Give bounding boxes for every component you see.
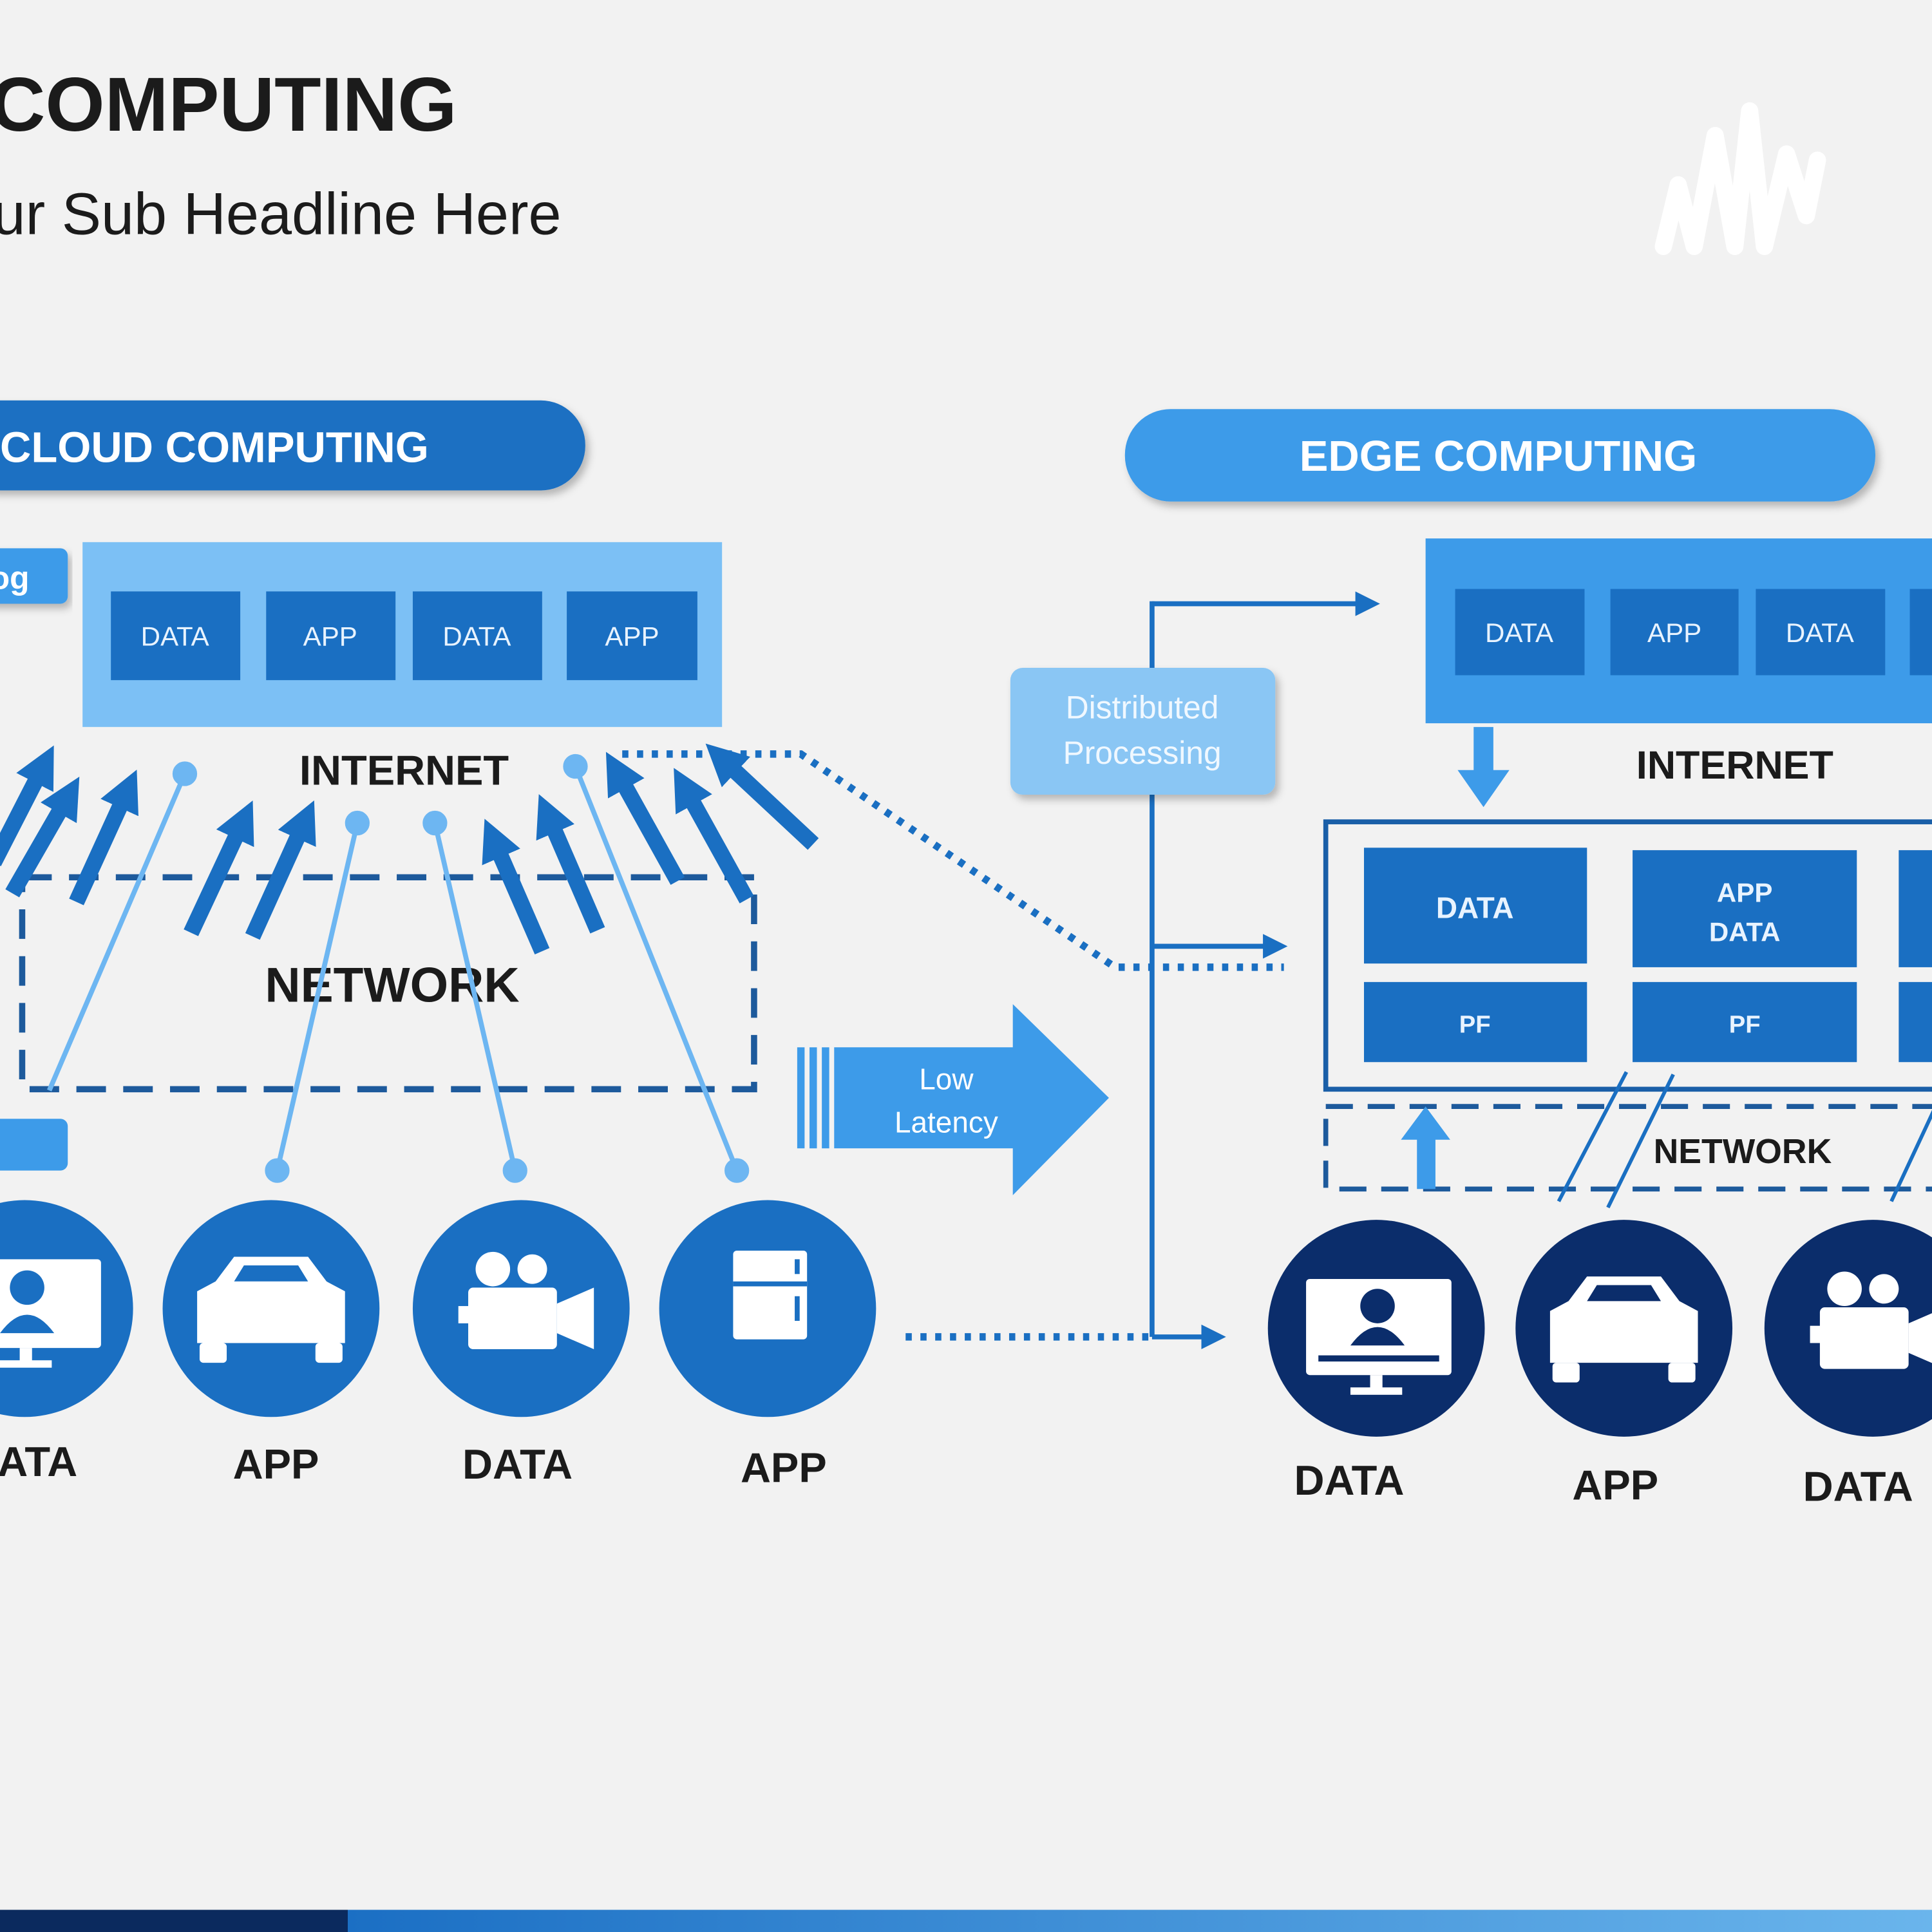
cloud-item-box: [266, 591, 396, 681]
edge-computing-title: EDGE COMPUTING: [1300, 432, 1697, 480]
footer-color-bar: [0, 1909, 1932, 1932]
cloud-network-label: NETWORK: [265, 958, 519, 1012]
edge-computing-banner: [1124, 409, 1875, 502]
side-tag-top: [0, 548, 68, 604]
cloud-device-app-2: APP: [659, 1200, 876, 1492]
cloud-network-box: [19, 874, 757, 1093]
page-title: COMPUTING: [0, 62, 457, 147]
edge-node-bottom: [1899, 981, 1932, 1063]
refrigerator-icon: [733, 1250, 808, 1340]
low-latency-label-line2: Latency: [895, 1105, 998, 1139]
cloud-device-label: APP: [233, 1441, 319, 1488]
side-tag-bottom: [0, 1119, 68, 1171]
edge-node-bottom-label: PF: [1459, 1010, 1491, 1038]
device-connection-lines: [47, 753, 750, 1183]
edge-network-box: [1323, 1104, 1932, 1192]
edge-nodes-frame: [1323, 819, 1932, 1092]
video-camera-icon: [1810, 1271, 1932, 1369]
edge-device-label: APP: [1572, 1461, 1658, 1508]
monitor-user-icon: [1306, 1278, 1452, 1395]
car-icon: [197, 1256, 345, 1363]
edge-node-bottom: [1633, 981, 1857, 1063]
down-arrow-icon: [1457, 726, 1510, 808]
cloud-item-box: [111, 591, 241, 681]
podcast-waveform-logo: [1654, 102, 1826, 256]
distributed-processing-line1: Distributed: [1066, 689, 1219, 725]
cloud-item-label: DATA: [442, 621, 511, 652]
cloud-item-box: [412, 591, 542, 681]
edge-node-top: [1899, 850, 1932, 967]
cloud-item-box: [567, 591, 697, 681]
edge-server-items: DATA APP DATA: [1455, 589, 1932, 676]
edge-node-top: [1633, 850, 1857, 967]
distributed-processing-line2: Processing: [1063, 735, 1222, 771]
cloud-item-label: DATA: [141, 621, 209, 652]
edge-node-top-label: DATA: [1709, 917, 1781, 947]
edge-device-label: DATA: [1294, 1457, 1405, 1504]
edge-node-top: [1363, 848, 1587, 964]
edge-internet-label: INTERNET: [1636, 743, 1833, 787]
edge-item-box: [1455, 589, 1585, 676]
edge-device-data-1: DATA: [1267, 1220, 1485, 1504]
cloud-device-label: ATA: [0, 1438, 77, 1485]
edge-node-top-label: DATA: [1436, 891, 1514, 924]
video-camera-icon: [458, 1251, 594, 1350]
edge-node-bottom-label: PF: [1729, 1010, 1761, 1038]
low-latency-arrow: [797, 1004, 1109, 1195]
car-icon: [1549, 1276, 1698, 1383]
edge-node-top-label: APP: [1717, 878, 1773, 908]
cloud-device-data-1: ATA: [0, 1200, 133, 1485]
edge-connection-lines: [1557, 1071, 1932, 1209]
edge-item-box: [1756, 589, 1886, 676]
cloud-device-app-1: APP: [162, 1200, 380, 1488]
cloud-internet-label: INTERNET: [299, 747, 509, 794]
cloud-computing-title: CLOUD COMPUTING: [0, 423, 429, 471]
cloud-server-items: DATA APP DATA APP: [111, 591, 697, 681]
cloud-device-label: APP: [741, 1444, 827, 1492]
cloud-device-data-2: DATA: [412, 1200, 630, 1488]
monitor-user-icon: [0, 1259, 101, 1368]
edge-item-label: DATA: [1485, 618, 1553, 648]
side-tag-top-label: og: [0, 560, 29, 596]
upload-arrows: [0, 743, 819, 954]
edge-item-label: DATA: [1786, 618, 1854, 648]
up-arrow-icon: [1401, 1106, 1450, 1189]
distributed-processing-box: [1010, 667, 1276, 795]
page-subtitle: ur Sub Headline Here: [0, 182, 562, 247]
edge-device-app: APP: [1515, 1220, 1733, 1508]
cloud-device-label: DATA: [462, 1441, 573, 1488]
edge-device-data-2: DATA: [1764, 1220, 1932, 1510]
cloud-item-label: APP: [303, 621, 357, 652]
low-latency-label-line1: Low: [919, 1062, 974, 1095]
cloud-item-label: APP: [605, 621, 659, 652]
cloud-computing-banner: [0, 400, 585, 491]
distribution-branches: [1151, 591, 1380, 1350]
edge-item-box: [1610, 589, 1739, 676]
edge-node-bottom: [1363, 981, 1587, 1063]
edge-item-box: [1909, 589, 1932, 676]
edge-network-label: NETWORK: [1654, 1133, 1832, 1171]
edge-device-label: DATA: [1803, 1463, 1913, 1510]
edge-item-label: APP: [1647, 618, 1701, 648]
